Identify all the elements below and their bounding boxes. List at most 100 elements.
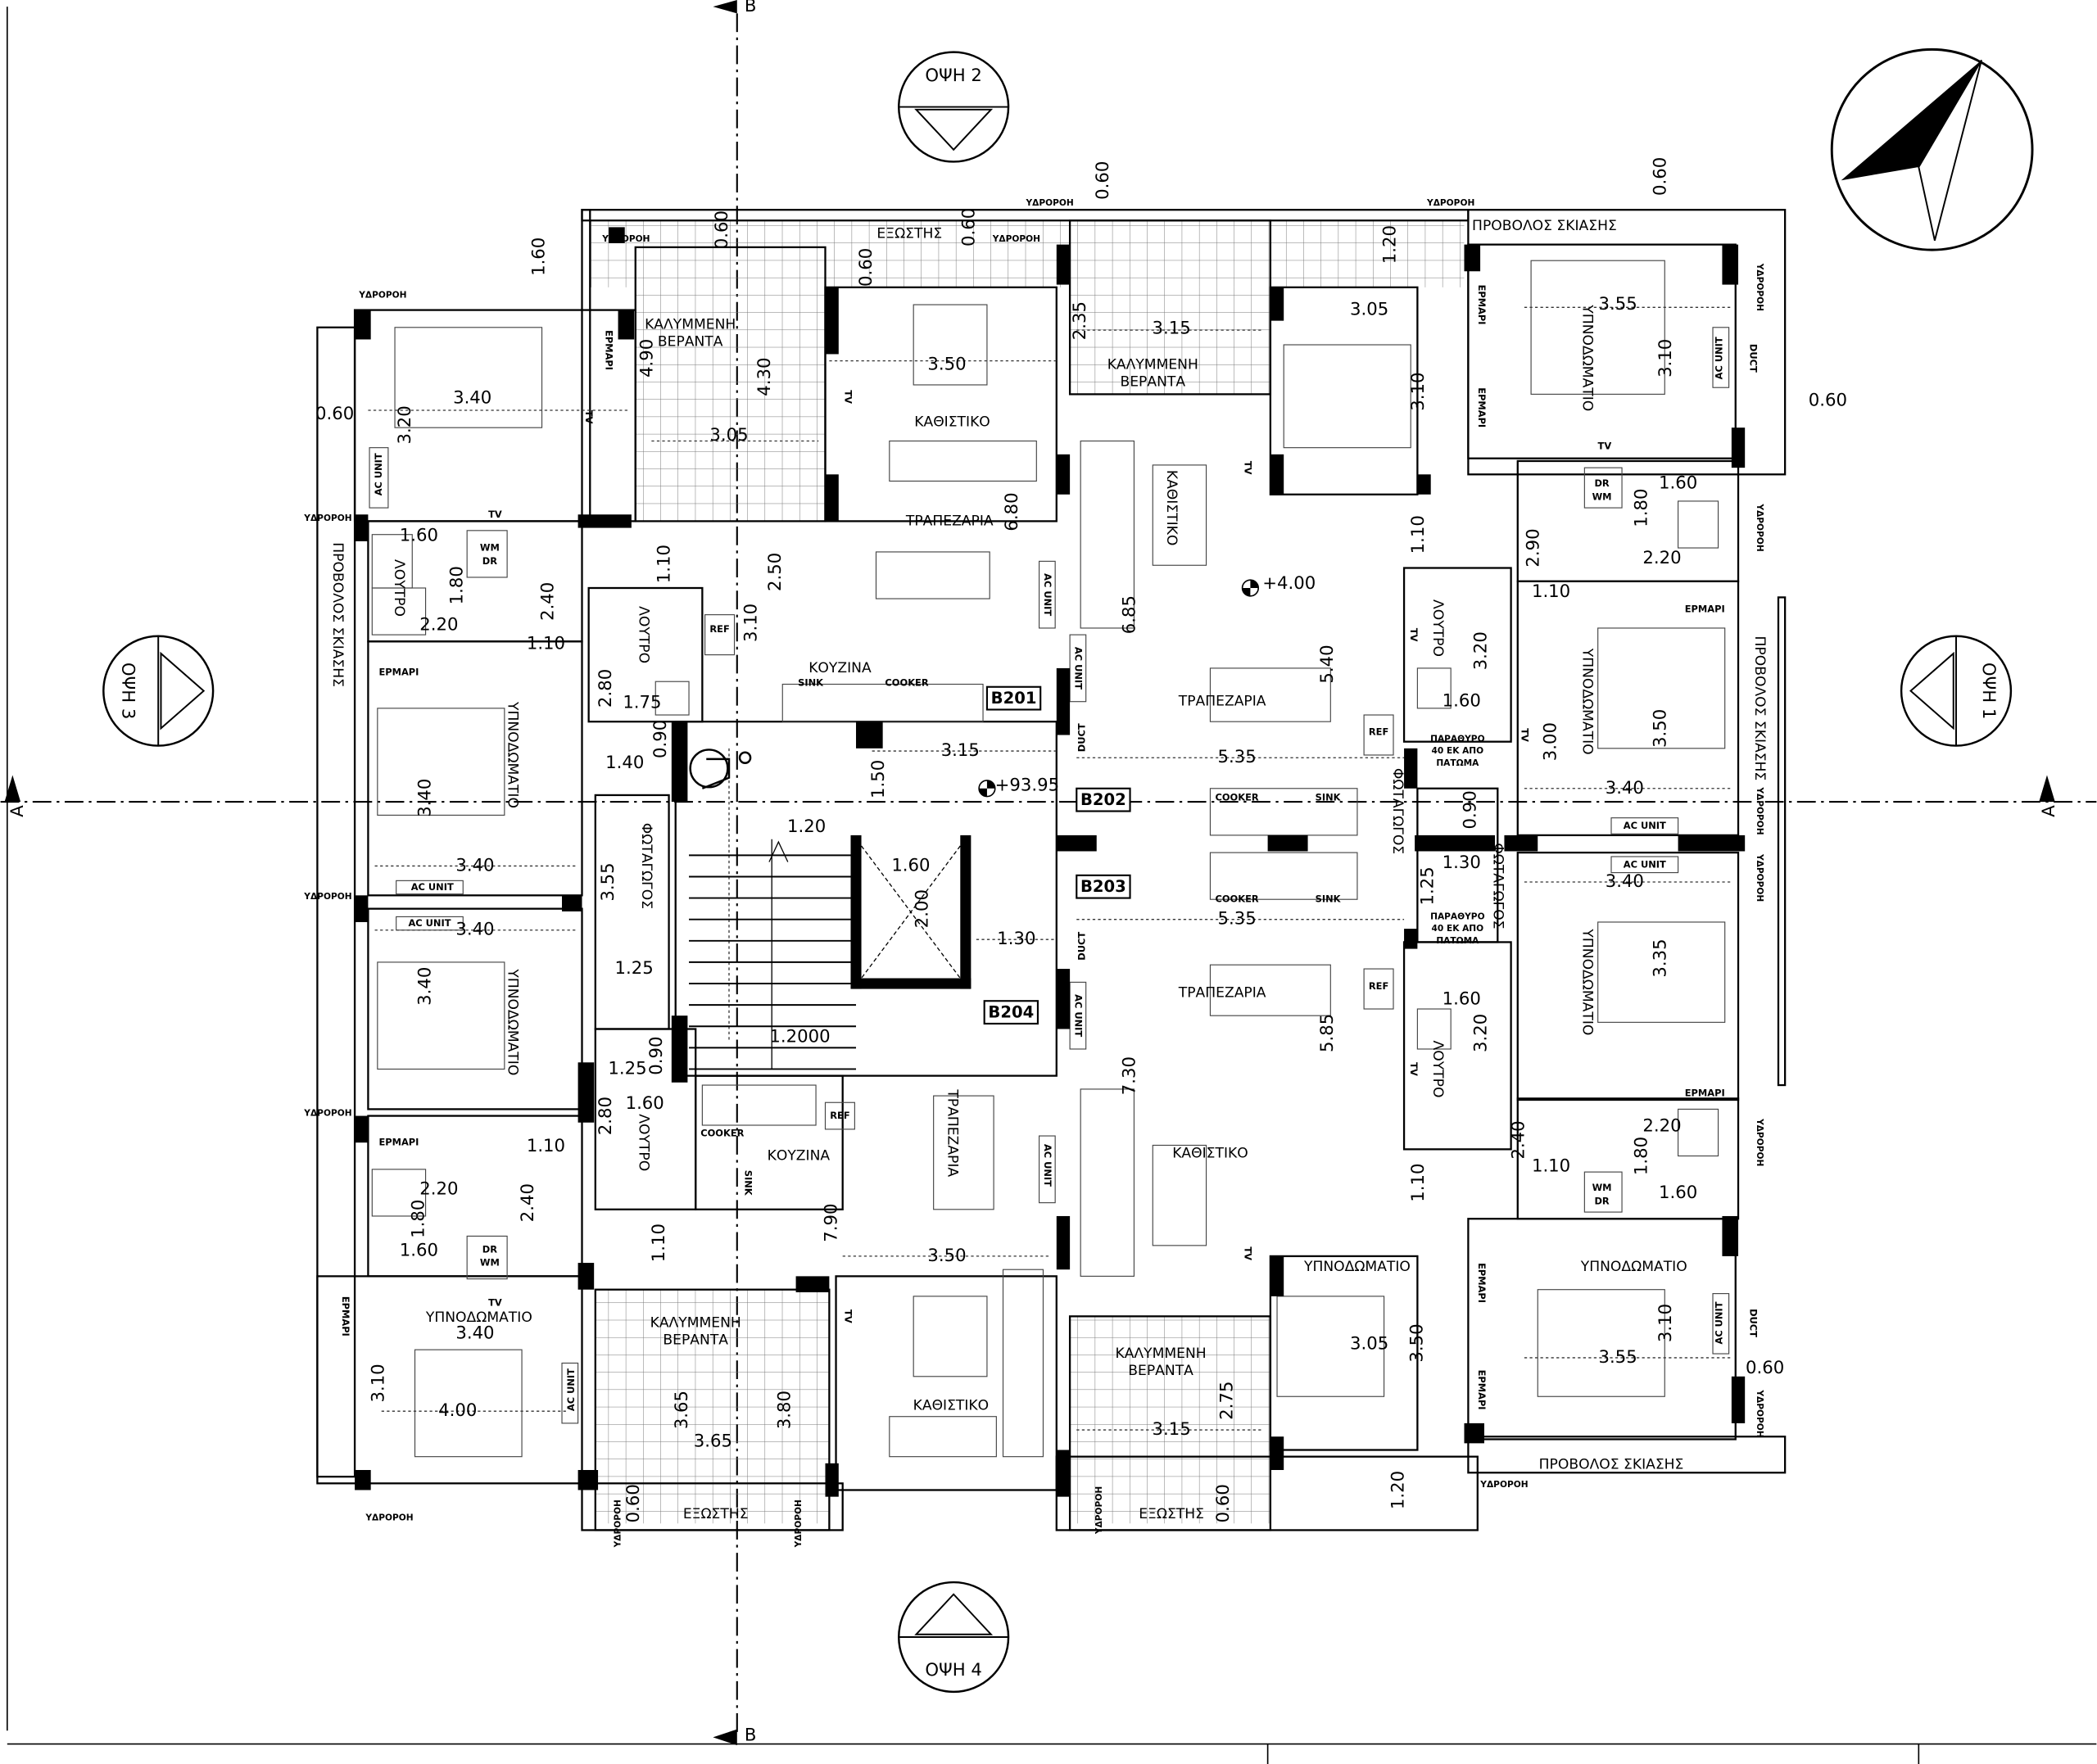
fixture-label: WM: [480, 1257, 500, 1269]
fixture-label: AC UNIT: [1072, 647, 1084, 690]
fixture-label: REF: [709, 623, 729, 635]
note-label: ΥΔΡΟΡΟΗ: [1479, 1480, 1528, 1490]
elevation-4-label: ΟΨΗ 4: [925, 1660, 982, 1680]
dimension-label: 2.20: [419, 615, 458, 635]
room-label: ΚΑΛΥΜΜΕΝΗ: [650, 1315, 741, 1332]
wall-segment: [1678, 835, 1746, 852]
room-outline: [581, 209, 591, 522]
room-label: ΚΑΛΥΜΜΕΝΗ: [1107, 356, 1198, 373]
dimension-label: 3.50: [927, 1246, 966, 1266]
fixture-label: AC UNIT: [565, 1368, 577, 1411]
wall-segment: [1722, 244, 1739, 285]
refrigerator: [1363, 714, 1394, 756]
note-label: ΥΔΡΟΡΟΗ: [365, 1513, 413, 1523]
fixture-label: TV: [1598, 441, 1612, 452]
wall-segment: [577, 1062, 595, 1123]
washer-dryer: [1583, 467, 1623, 509]
wall-segment: [577, 1263, 595, 1290]
room-label: ΒΕΡΑΝΤΑ: [1120, 374, 1185, 391]
room-label: ΥΠΝΟΔΩΜΑΤΙΟ: [1579, 928, 1596, 1035]
dining-table: [1209, 667, 1331, 722]
coffee-table: [1152, 464, 1207, 566]
washer-dryer: [466, 1235, 508, 1280]
shower: [371, 587, 427, 635]
dimension-label: 0.60: [856, 248, 876, 287]
dimension-label: 0.60: [1746, 1358, 1784, 1378]
room-label: ΤΡΑΠΕΖΑΡΙΑ: [1178, 984, 1266, 1001]
fixture-label: SINK: [1316, 792, 1342, 803]
fixture-label: ΕΡΜΑΡΙ: [1476, 1370, 1488, 1410]
dimension-label: 2.80: [596, 1097, 616, 1135]
fixture-label: ΕΡΜΑΡΙ: [1476, 387, 1488, 427]
kitchen-counter: [701, 1084, 817, 1126]
note-label: ΥΔΡΟΡΟΗ: [358, 291, 406, 301]
fixture-label: TV: [488, 1297, 502, 1309]
dimension-label: 1.10: [1408, 515, 1429, 554]
room-outline: [1269, 286, 1419, 495]
note-label: ΥΔΡΟΡΟΗ: [1755, 853, 1764, 902]
washer-dryer: [1583, 1171, 1623, 1213]
room-label: ΥΠΝΟΔΩΜΑΤΙΟ: [1303, 1259, 1411, 1275]
room-label: ΥΠΝΟΔΩΜΑΤΙΟ: [505, 968, 521, 1075]
fixture-label: TV: [488, 509, 502, 520]
note-label: ΥΔΡΟΡΟΗ: [992, 234, 1040, 244]
dimension-label: 7.30: [1120, 1056, 1140, 1095]
note-label: ΠΑΡΑΘΥΡΟ: [1430, 911, 1484, 921]
room-label: ΥΠΝΟΔΩΜΑΤΙΟ: [425, 1309, 532, 1326]
room-label: ΚΑΘΙΣΤΙΚΟ: [913, 1398, 990, 1414]
dimension-label: 0.60: [1650, 157, 1670, 196]
dimension-label: 3.50: [1650, 709, 1670, 748]
note-label: ΥΔΡΟΡΟΗ: [601, 234, 650, 244]
section-b-bottom-label: B: [745, 1726, 757, 1746]
room-outline: [1516, 580, 1740, 837]
refrigerator: [1363, 968, 1394, 1010]
dimension-label: 3.65: [694, 1432, 732, 1452]
dimension-label: 1.80: [1632, 1137, 1652, 1175]
refrigerator: [824, 1101, 855, 1130]
dimension-label: 1.60: [1443, 989, 1481, 1010]
coffee-table: [913, 1296, 988, 1377]
fixture-label: AC UNIT: [1042, 1144, 1053, 1187]
note-label: ΥΔΡΟΡΟΗ: [1094, 1486, 1104, 1535]
dimension-label: 3.55: [1599, 294, 1637, 314]
fixture-label: DUCT: [1747, 1309, 1759, 1337]
wall-segment: [355, 310, 371, 340]
fixture-label: COOKER: [885, 676, 928, 688]
fixture-label: ΕΡΜΑΡΙ: [1476, 1263, 1488, 1303]
dimension-label: 3.10: [1655, 1304, 1676, 1342]
dimension-label: 1.10: [1532, 581, 1570, 602]
fixture-label: AC UNIT: [408, 917, 451, 929]
dimension-label: 3.05: [1350, 1334, 1388, 1355]
fixture-label: SINK: [1316, 893, 1342, 905]
room-label: ΦΩΤΑΓΩΓΟΣ: [638, 823, 654, 909]
room-outline: [1516, 459, 1740, 582]
dimension-label: 1.25: [615, 958, 654, 979]
elevation-3-label: ΟΨΗ 3: [118, 663, 138, 720]
shower: [1678, 500, 1719, 549]
room-outline: [1467, 1218, 1737, 1441]
dimension-label: 3.40: [1606, 778, 1644, 798]
dimension-label: 4.00: [438, 1400, 477, 1421]
wall-segment: [825, 474, 839, 522]
note-label: ΥΔΡΟΡΟΗ: [303, 513, 351, 523]
room-label: ΤΡΑΠΕΖΑΡΙΑ: [905, 513, 994, 529]
room-outline: [581, 1482, 844, 1531]
wall-segment: [577, 1470, 599, 1490]
fixture-label: DUCT: [1747, 344, 1759, 373]
dimension-label: 3.05: [1350, 300, 1388, 320]
fixture-label: AC UNIT: [1072, 994, 1084, 1037]
note-label: ΥΔΡΟΡΟΗ: [303, 892, 351, 902]
room-label: ΦΩΤΑΓΩΓΟΣ: [1389, 768, 1406, 854]
room-outline: [695, 1074, 844, 1210]
wall-segment: [1415, 835, 1496, 852]
dimension-label: 3.40: [455, 1323, 494, 1344]
room-outline: [1777, 596, 1787, 1087]
dimension-label: 1.80: [1632, 488, 1652, 527]
washer-dryer: [466, 530, 508, 578]
dimension-label: 5.35: [1217, 747, 1256, 767]
wall-segment: [825, 287, 839, 355]
dimension-label: 3.65: [672, 1391, 692, 1429]
ac-unit: [1610, 856, 1679, 874]
sofa: [1080, 440, 1135, 629]
